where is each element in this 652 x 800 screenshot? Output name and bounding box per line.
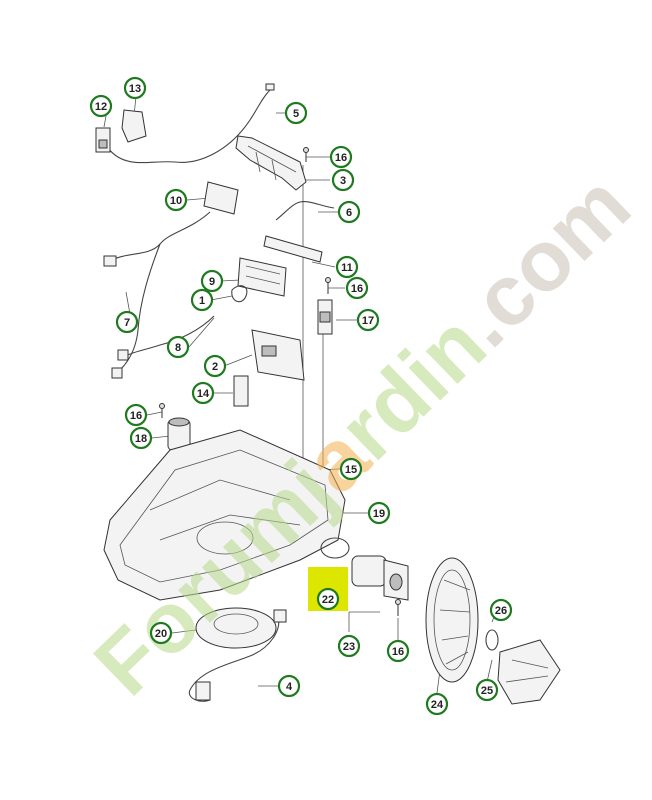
callout-11-label: 11 — [341, 262, 353, 274]
callout-8-label: 8 — [175, 342, 181, 354]
callout-20[interactable]: 20 — [149, 621, 173, 645]
callout-10[interactable]: 10 — [164, 188, 188, 212]
callout-6[interactable]: 6 — [337, 200, 361, 224]
callout-11[interactable]: 11 — [335, 255, 359, 279]
callout-17-label: 17 — [362, 315, 374, 327]
callout-14[interactable]: 14 — [191, 381, 215, 405]
callout-14-label: 14 — [197, 388, 210, 400]
callout-16-bottom[interactable]: 16 — [386, 639, 410, 663]
callout-17[interactable]: 17 — [356, 308, 380, 332]
callout-9-label: 9 — [209, 276, 215, 288]
callout-7[interactable]: 7 — [115, 310, 139, 334]
callout-9[interactable]: 9 — [200, 269, 224, 293]
callout-25-label: 25 — [481, 685, 493, 697]
callout-25[interactable]: 25 — [475, 678, 499, 702]
callout-20-label: 20 — [155, 628, 167, 640]
callout-16-left[interactable]: 16 — [124, 403, 148, 427]
callout-15-label: 15 — [345, 464, 357, 476]
callout-15[interactable]: 15 — [339, 457, 363, 481]
callout-12-label: 12 — [95, 101, 107, 113]
callout-4-label: 4 — [286, 681, 293, 693]
callout-18[interactable]: 18 — [129, 426, 153, 450]
callout-24-label: 24 — [431, 699, 444, 711]
callout-1[interactable]: 1 — [190, 288, 214, 312]
callout-16-bottom-label: 16 — [392, 646, 404, 658]
callout-24[interactable]: 24 — [425, 692, 449, 716]
callout-2[interactable]: 2 — [203, 354, 227, 378]
callout-26-label: 26 — [495, 605, 507, 617]
callout-16-top[interactable]: 16 — [329, 145, 353, 169]
callout-4[interactable]: 4 — [277, 674, 301, 698]
callout-1-label: 1 — [199, 295, 205, 307]
leader-lines — [103, 96, 498, 694]
callout-5[interactable]: 5 — [284, 101, 308, 125]
callout-19[interactable]: 19 — [367, 501, 391, 525]
callout-16-top-label: 16 — [335, 152, 347, 164]
callout-18-label: 18 — [135, 433, 147, 445]
callout-13[interactable]: 13 — [123, 76, 147, 100]
callout-13-label: 13 — [129, 83, 141, 95]
callout-3[interactable]: 3 — [331, 168, 355, 192]
callout-23-label: 23 — [343, 641, 355, 653]
callout-23[interactable]: 23 — [337, 634, 361, 658]
callout-7-label: 7 — [124, 317, 130, 329]
parts — [95, 83, 561, 705]
callout-3-label: 3 — [340, 175, 346, 187]
callout-19-label: 19 — [373, 508, 385, 520]
callout-8[interactable]: 8 — [166, 335, 190, 359]
callout-16-right[interactable]: 16 — [345, 276, 369, 300]
callout-22-highlighted[interactable]: 22 — [308, 567, 348, 611]
callout-16-left-label: 16 — [130, 410, 142, 422]
callout-12[interactable]: 12 — [89, 94, 113, 118]
callout-10-label: 10 — [170, 195, 182, 207]
callout-5-label: 5 — [293, 108, 299, 120]
callout-6-label: 6 — [346, 207, 352, 219]
callout-26[interactable]: 26 — [489, 598, 513, 622]
callout-22-label: 22 — [322, 594, 334, 606]
callout-16-right-label: 16 — [351, 283, 363, 295]
callout-2-label: 2 — [212, 361, 218, 373]
